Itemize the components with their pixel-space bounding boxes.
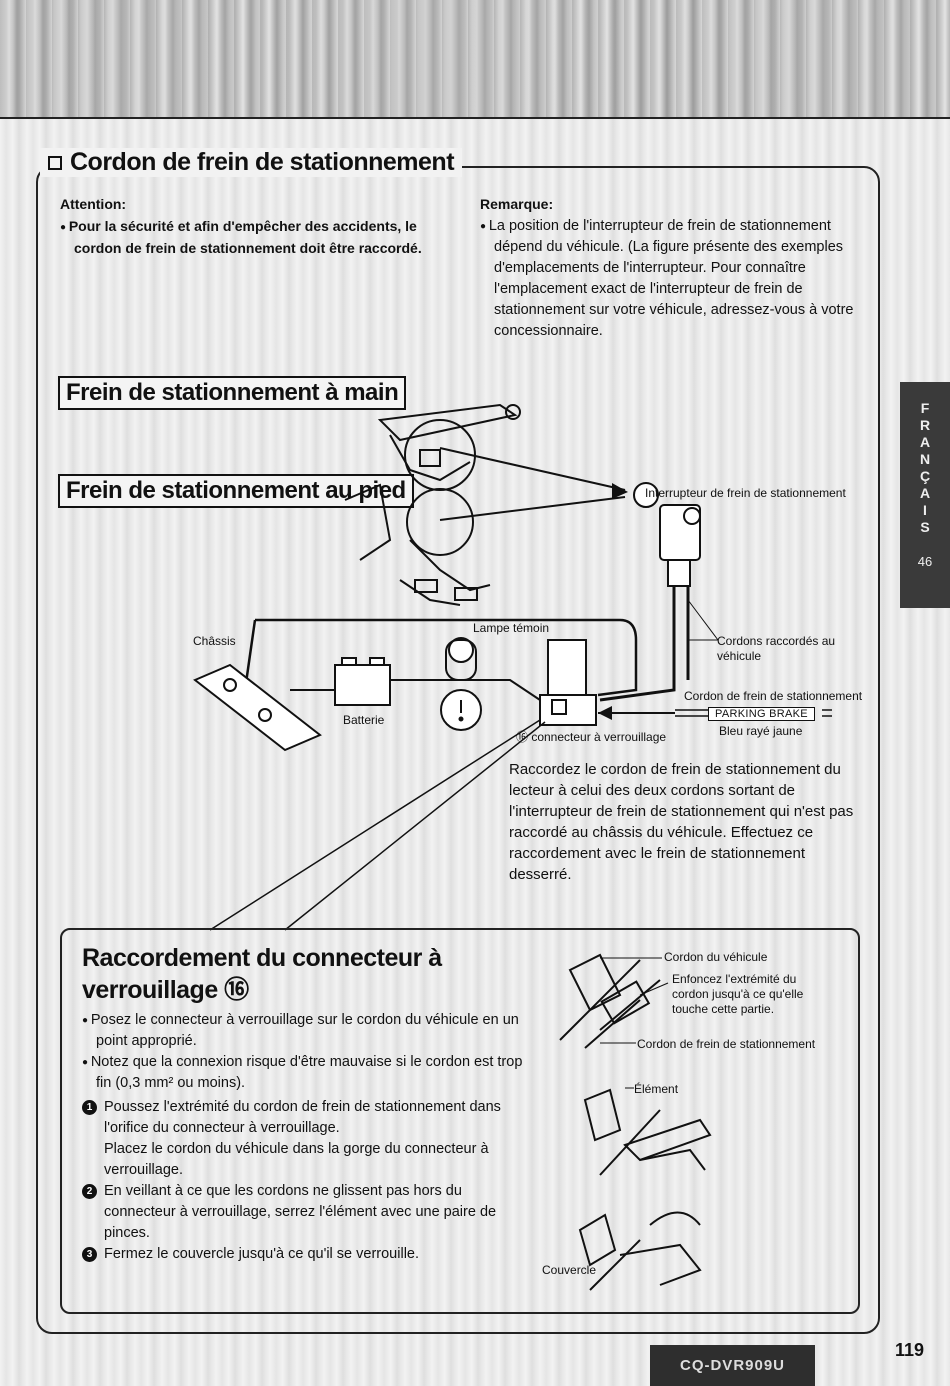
language-tab: F R A N Ç A I S 46 — [900, 382, 950, 608]
fig-brake-cord-label: Cordon de frein de stationnement — [637, 1037, 816, 1051]
page-number: 119 — [895, 1340, 925, 1360]
chassis-illustration — [193, 663, 322, 752]
lock-section-title: Raccordement du connecteur à verrouillag… — [82, 944, 442, 1004]
lock-bullets: Posez le connecteur à verrouillage sur l… — [82, 1010, 532, 1094]
hand-brake-title: Frein de stationnement à main — [58, 376, 407, 410]
model-badge: CQ-DVR909U — [650, 1345, 815, 1386]
lock-bullet: Notez que la connexion risque d'être mau… — [82, 1052, 532, 1094]
foot-brake-illustration — [344, 483, 491, 606]
step-number: 3 — [82, 1247, 97, 1262]
step-item: 2 En veillant à ce que les cordons ne gl… — [82, 1181, 532, 1244]
parking-brake-tag: PARKING BRAKE — [708, 707, 815, 721]
step-number: 2 — [82, 1184, 97, 1199]
step-item: 3 Fermez le couvercle jusqu'à ce qu'il s… — [82, 1244, 532, 1265]
hand-brake-arrow — [439, 447, 626, 491]
attention-list: Pour la sécurité et afin d'empêcher des … — [60, 216, 440, 259]
foot-brake-title: Frein de stationnement au pied — [58, 474, 414, 508]
vehicle-cords-label: Cordons raccordés au véhicule — [717, 634, 836, 663]
lock-steps: 1 Poussez l'extrémité du cordon de frein… — [82, 1097, 532, 1265]
fig-element-label: Élément — [634, 1082, 679, 1096]
fig-cover-label: Couvercle — [542, 1263, 597, 1277]
lamp-label: Lampe témoin — [473, 621, 550, 635]
step-item: 1 Poussez l'extrémité du cordon de frein… — [82, 1097, 532, 1181]
connector-fig-2 — [583, 1088, 712, 1176]
lock-connector-frame — [60, 928, 860, 1314]
lock-bullet: Posez le connecteur à verrouillage sur l… — [82, 1010, 532, 1052]
connector-fig-3 — [578, 1211, 702, 1291]
warning-lamp — [440, 637, 482, 731]
switch-arrowhead — [612, 483, 628, 499]
fig-vehicle-cord-label: Cordon du véhicule — [664, 950, 768, 964]
top-banding — [0, 0, 950, 118]
attention-label: Attention: — [60, 196, 127, 212]
attention-item: Pour la sécurité et afin d'empêcher des … — [60, 216, 440, 259]
parking-brake-switch — [633, 482, 701, 587]
step-number: 1 — [82, 1100, 97, 1115]
connector-fig-1 — [559, 953, 661, 1049]
player-unit — [539, 639, 597, 726]
section-title-text: Cordon de frein de stationnement — [70, 148, 455, 176]
remark-item: La position de l'interrupteur de frein d… — [480, 216, 860, 342]
fig-push-note: Enfoncez l'extrémité du cordon jusqu'à c… — [672, 972, 804, 1016]
wire-color-label: Bleu rayé jaune — [719, 724, 803, 738]
hand-brake-illustration — [377, 403, 521, 491]
language-tab-page: 46 — [917, 554, 933, 569]
battery-illustration — [334, 657, 391, 706]
square-bullet-icon — [48, 155, 62, 170]
header-rule — [0, 117, 950, 119]
battery-label: Batterie — [343, 713, 385, 727]
switch-label: Interrupteur de frein de stationnement — [645, 486, 846, 500]
remark-label: Remarque: — [480, 196, 554, 212]
section-title: Cordon de frein de stationnement — [40, 148, 463, 177]
remark-list: La position de l'interrupteur de frein d… — [480, 216, 860, 342]
language-tab-letters: F R A N Ç A I S — [919, 400, 931, 535]
connect-paragraph: Raccordez le cordon de frein de stationn… — [509, 761, 854, 883]
brake-cord-label: Cordon de frein de stationnement — [684, 689, 863, 703]
connector-label: ⑯ connecteur à verrouillage — [516, 730, 667, 744]
chassis-label: Châssis — [193, 634, 236, 648]
foot-brake-arrow — [439, 496, 626, 521]
